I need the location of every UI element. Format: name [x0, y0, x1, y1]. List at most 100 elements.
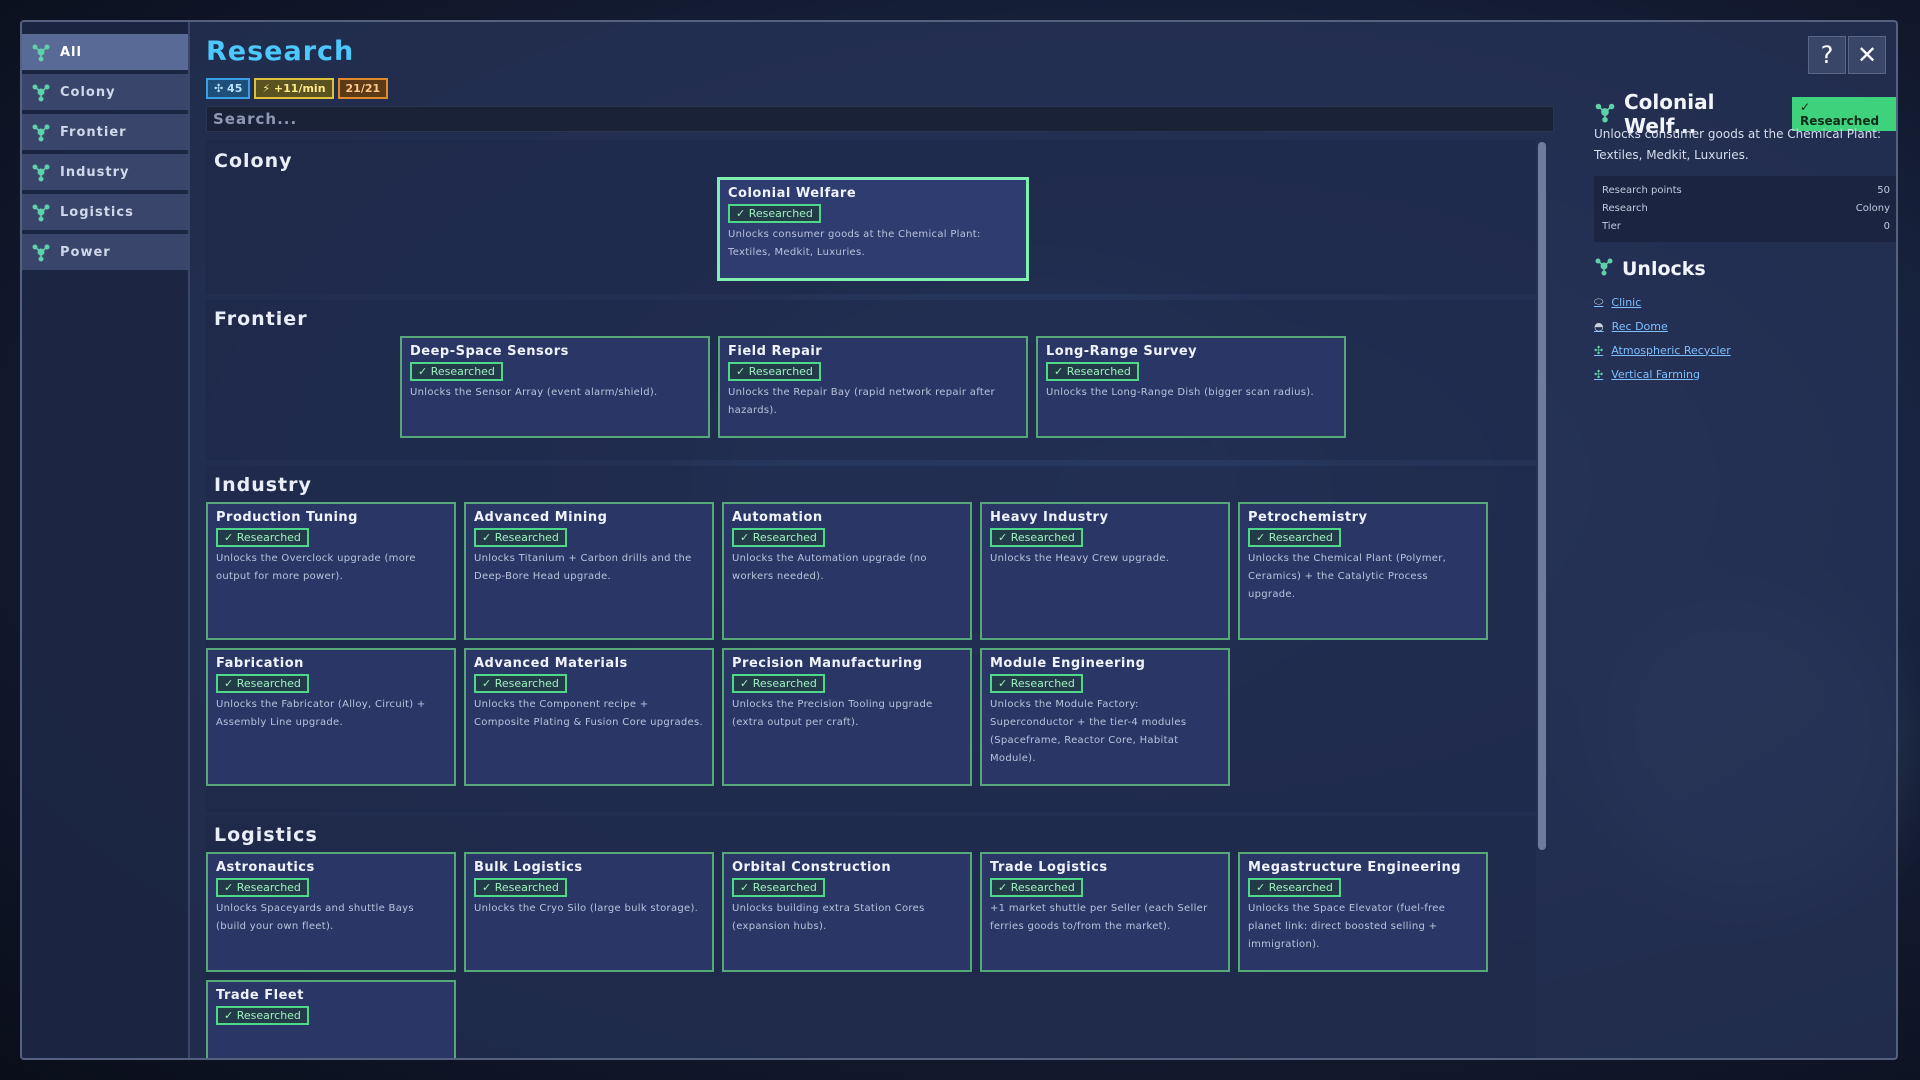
row-value: Colony [1855, 203, 1890, 214]
sidebar-item-all[interactable]: All [22, 34, 188, 70]
detail-description: Unlocks consumer goods at the Chemical P… [1594, 127, 1882, 162]
card-title: Precision Manufacturing [732, 656, 923, 671]
research-card-fabrication[interactable]: Fabrication ✓ Researched Unlocks the Fab… [206, 648, 456, 786]
molecule-icon: ✣ [1594, 343, 1604, 357]
unlock-link-atmospheric-recycler[interactable]: ✣Atmospheric Recycler [1594, 338, 1731, 362]
research-card-astronautics[interactable]: Astronautics ✓ Researched Unlocks Spacey… [206, 852, 456, 972]
help-button[interactable]: ? [1808, 36, 1846, 74]
researched-badge: ✓ Researched [474, 674, 567, 693]
research-window: All Colony Frontier Industry Logistics P… [20, 20, 1898, 1060]
row-label: Tier [1602, 221, 1621, 232]
molecule-icon [30, 81, 52, 103]
molecule-icon: ✣ [214, 82, 228, 95]
researched-badge: ✓ Researched [990, 528, 1083, 547]
researched-badge: ✓ Researched [732, 528, 825, 547]
research-card-production-tuning[interactable]: Production Tuning ✓ Researched Unlocks t… [206, 502, 456, 640]
research-card-megastructure-engineering[interactable]: Megastructure Engineering ✓ Researched U… [1238, 852, 1488, 972]
sidebar-item-label: Frontier [60, 124, 127, 140]
card-title: Petrochemistry [1248, 510, 1368, 525]
researched-badge: ✓ Researched [1046, 362, 1139, 381]
research-card-trade-logistics[interactable]: Trade Logistics ✓ Researched +1 market s… [980, 852, 1230, 972]
search-input[interactable] [206, 106, 1554, 132]
sidebar-item-label: Logistics [60, 204, 134, 220]
section-industry: Industry Production Tuning ✓ Researched … [206, 466, 1536, 812]
card-description: Unlocks consumer goods at the Chemical P… [728, 229, 981, 258]
unlock-link-rec-dome[interactable]: ◓Rec Dome [1594, 314, 1731, 338]
row-value: 50 [1877, 185, 1890, 196]
researched-badge: ✓ Researched [728, 204, 821, 223]
sidebar-item-power[interactable]: Power [22, 234, 188, 270]
unlock-link-vertical-farming[interactable]: ✣Vertical Farming [1594, 362, 1731, 386]
category-sidebar: All Colony Frontier Industry Logistics P… [22, 22, 190, 1058]
card-title: Deep-Space Sensors [410, 344, 569, 359]
researched-badge: ✓ Researched [1248, 878, 1341, 897]
sidebar-item-frontier[interactable]: Frontier [22, 114, 188, 150]
detail-row: Research Colony [1602, 200, 1890, 218]
sidebar-item-logistics[interactable]: Logistics [22, 194, 188, 230]
researched-badge: ✓ Researched [474, 878, 567, 897]
research-card-trade-fleet[interactable]: Trade Fleet ✓ Researched [206, 980, 456, 1058]
research-card-advanced-mining[interactable]: Advanced Mining ✓ Researched Unlocks Tit… [464, 502, 714, 640]
research-card-bulk-logistics[interactable]: Bulk Logistics ✓ Researched Unlocks the … [464, 852, 714, 972]
section-title: Frontier [214, 308, 308, 330]
card-description: Unlocks the Fabricator (Alloy, Circuit) … [216, 699, 426, 728]
research-card-colonial-welfare[interactable]: Colonial Welfare ✓ Researched Unlocks co… [718, 178, 1028, 280]
card-description: Unlocks the Long-Range Dish (bigger scan… [1046, 387, 1314, 398]
sidebar-item-label: Power [60, 244, 111, 260]
unlock-label: Clinic [1611, 295, 1642, 309]
researched-badge: ✓ Researched [1248, 528, 1341, 547]
card-description: Unlocks the Precision Tooling upgrade (e… [732, 699, 933, 728]
card-description: Unlocks the Space Elevator (fuel-free pl… [1248, 903, 1446, 950]
research-card-field-repair[interactable]: Field Repair ✓ Researched Unlocks the Re… [718, 336, 1028, 438]
card-title: Trade Fleet [216, 988, 304, 1003]
card-title: Advanced Mining [474, 510, 608, 525]
unlocks-list: ⬭Clinic ◓Rec Dome ✣Atmospheric Recycler … [1594, 290, 1731, 386]
research-card-heavy-industry[interactable]: Heavy Industry ✓ Researched Unlocks the … [980, 502, 1230, 640]
researched-badge: ✓ Researched [216, 1006, 309, 1025]
research-tree[interactable]: Colony Colonial Welfare ✓ Researched Unl… [206, 140, 1562, 1058]
sidebar-item-colony[interactable]: Colony [22, 74, 188, 110]
scrollbar[interactable] [1538, 142, 1546, 850]
research-rate-badge: ⚡ +11/min [254, 78, 334, 99]
research-card-orbital-construction[interactable]: Orbital Construction ✓ Researched Unlock… [722, 852, 972, 972]
research-card-long-range-survey[interactable]: Long-Range Survey ✓ Researched Unlocks t… [1036, 336, 1346, 438]
molecule-icon [30, 121, 52, 143]
sidebar-item-industry[interactable]: Industry [22, 154, 188, 190]
card-title: Trade Logistics [990, 860, 1108, 875]
card-title: Astronautics [216, 860, 315, 875]
research-card-module-engineering[interactable]: Module Engineering ✓ Researched Unlocks … [980, 648, 1230, 786]
card-title: Production Tuning [216, 510, 358, 525]
research-card-automation[interactable]: Automation ✓ Researched Unlocks the Auto… [722, 502, 972, 640]
unlock-link-clinic[interactable]: ⬭Clinic [1594, 290, 1731, 314]
section-title: Colony [214, 150, 293, 172]
row-label: Research [1602, 203, 1648, 214]
card-description: Unlocks the Sensor Array (event alarm/sh… [410, 387, 658, 398]
research-card-petrochemistry[interactable]: Petrochemistry ✓ Researched Unlocks the … [1238, 502, 1488, 640]
card-title: Module Engineering [990, 656, 1146, 671]
research-stats: ✣ 45 ⚡ +11/min 21/21 [206, 78, 389, 99]
sidebar-item-label: All [60, 44, 82, 60]
molecule-icon [30, 241, 52, 263]
research-card-advanced-materials[interactable]: Advanced Materials ✓ Researched Unlocks … [464, 648, 714, 786]
research-card-precision-manufacturing[interactable]: Precision Manufacturing ✓ Researched Unl… [722, 648, 972, 786]
card-title: Automation [732, 510, 823, 525]
molecule-icon [30, 41, 52, 63]
molecule-icon [1594, 101, 1616, 127]
detail-researched-badge: ✓ Researched [1791, 97, 1896, 131]
lightning-icon: ⚡ [262, 82, 274, 95]
detail-title: Colonial Welf... [1624, 90, 1715, 138]
card-description: Unlocks Spaceyards and shuttle Bays (bui… [216, 903, 414, 932]
molecule-icon [30, 201, 52, 223]
unlock-label: Rec Dome [1611, 319, 1668, 333]
card-description: Unlocks the Overclock upgrade (more outp… [216, 553, 416, 582]
card-description: Unlocks Titanium + Carbon drills and the… [474, 553, 692, 582]
close-button[interactable]: ✕ [1848, 36, 1886, 74]
card-description: Unlocks the Automation upgrade (no worke… [732, 553, 927, 582]
detail-header: Colonial Welf... ✓ Researched [1594, 90, 1896, 138]
card-title: Orbital Construction [732, 860, 892, 875]
research-card-deep-space-sensors[interactable]: Deep-Space Sensors ✓ Researched Unlocks … [400, 336, 710, 438]
unlock-label: Vertical Farming [1611, 367, 1701, 381]
card-description: Unlocks the Cryo Silo (large bulk storag… [474, 903, 699, 914]
